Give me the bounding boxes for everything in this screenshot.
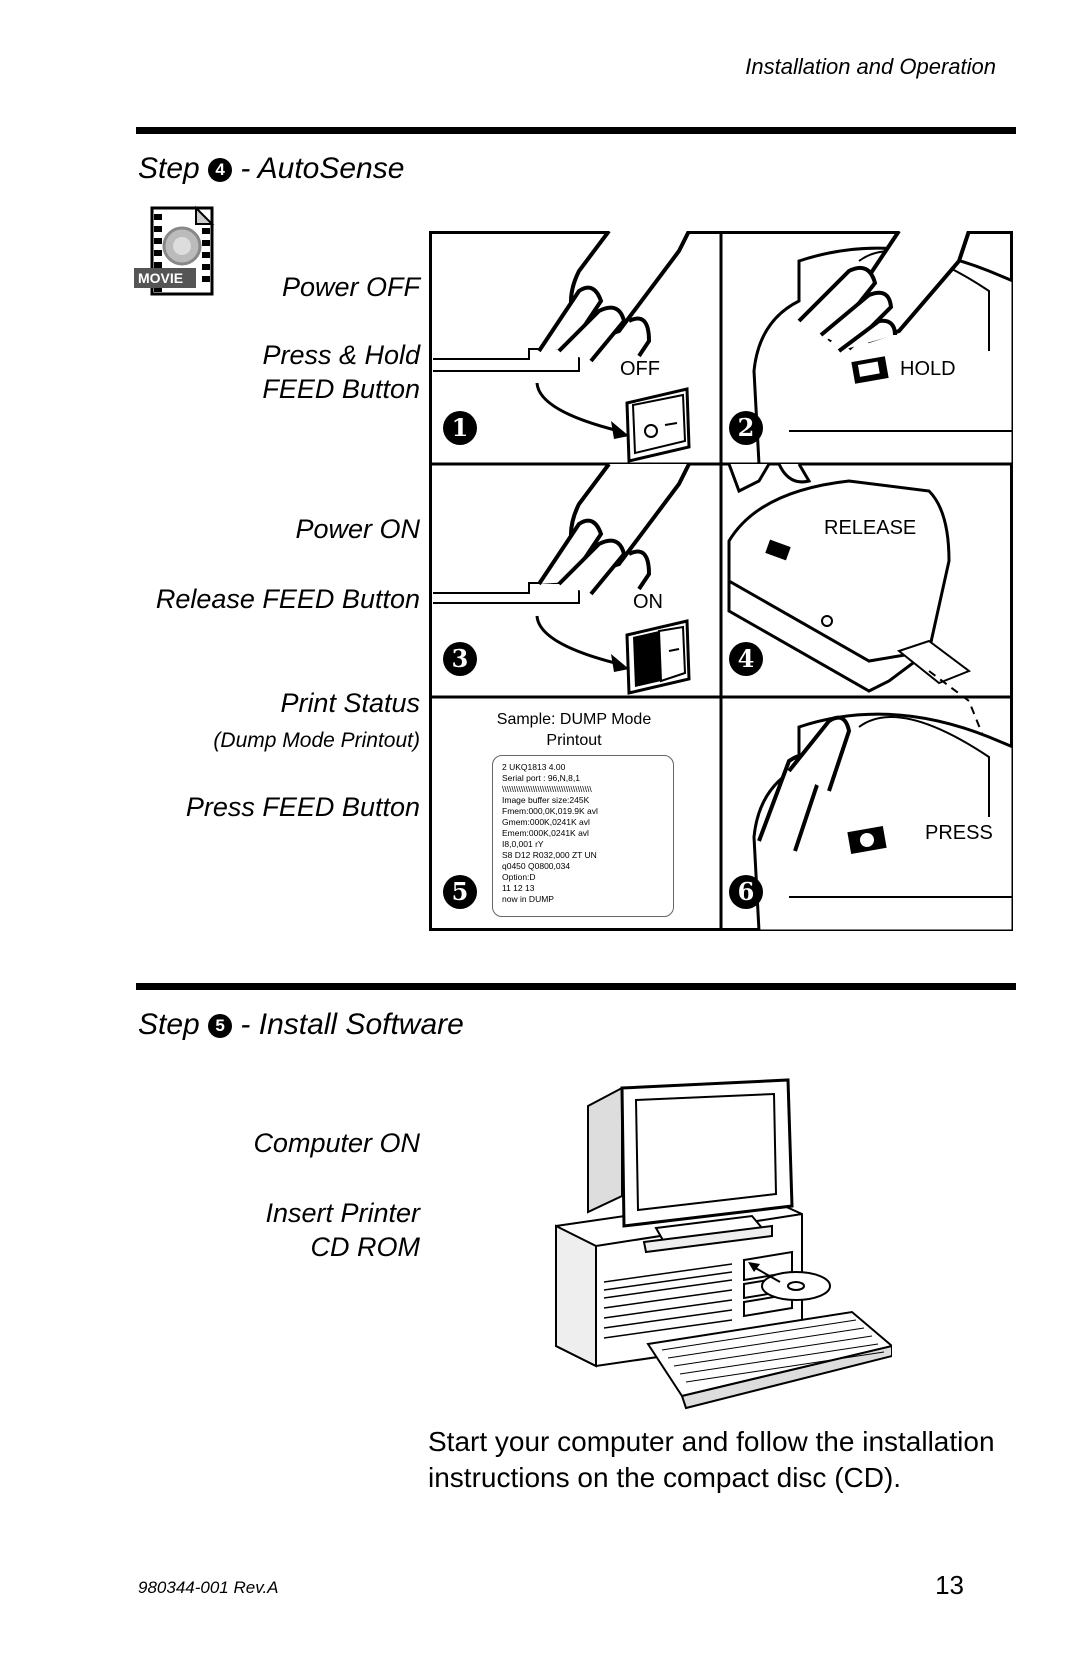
panel4-number: 4 (729, 642, 763, 676)
printout-line: Emem:000K,0241K avl (502, 828, 589, 838)
printout-line: Image buffer size:245K (502, 795, 590, 805)
label-computer-on: Computer ON (253, 1128, 420, 1158)
panel3-drawing (433, 462, 691, 695)
top-rule (136, 127, 1016, 134)
movie-badge-text: MOVIE (138, 270, 184, 286)
step5-heading: Step 5 - Install Software (138, 1008, 464, 1042)
panel2-number: 2 (729, 411, 763, 445)
panel2-label: HOLD (900, 358, 956, 380)
printout-line: 2 UKQ1813 4.00 (502, 762, 566, 772)
panel3-number: 3 (443, 642, 477, 676)
step5-prefix: Step (138, 1008, 200, 1041)
step5-number-badge: 5 (208, 1014, 233, 1038)
printout-line: q0450 Q0800,034 (502, 861, 571, 871)
printout-line: Option:D (502, 872, 536, 882)
running-header: Installation and Operation (745, 54, 996, 79)
panel6-number: 6 (729, 875, 763, 909)
printout-line: S8 D12 R032,000 ZT UN (502, 850, 597, 860)
movie-icon[interactable]: MOVIE (134, 205, 226, 298)
panel2-drawing (752, 231, 1013, 466)
panel4-drawing (727, 463, 991, 754)
step4-number-badge: 4 (208, 158, 233, 182)
page-number: 13 (935, 1570, 964, 1600)
panel6-drawing (752, 712, 1013, 931)
label-print-status: Print Status (280, 688, 420, 718)
step4-prefix: Step (138, 152, 200, 185)
label-cd-rom: CD ROM (310, 1232, 421, 1262)
panel1-number: 1 (443, 411, 477, 445)
printout-line: \\\\\\\\\\\\\\\\\\\\\\\\\\\\\\\\\\\\\\ (502, 784, 592, 794)
install-instructions: Start your computer and follow the insta… (428, 1426, 995, 1493)
panel1-label: OFF (620, 358, 660, 380)
panel5-caption-line1: Sample: DUMP Mode (496, 711, 652, 728)
label-power-off: Power OFF (281, 272, 420, 302)
label-insert-printer: Insert Printer (265, 1198, 420, 1228)
panel5-caption-line2: Printout (546, 732, 602, 749)
printout-line: now in DUMP (502, 894, 554, 904)
printout-line: 11 12 13 (502, 883, 535, 893)
panel5-number: 5 (443, 875, 477, 909)
printout-line: I8,0,001 rY (502, 839, 544, 849)
printout-line: Gmem:000K,0241K avl (502, 817, 590, 827)
panel6-label: PRESS (925, 822, 993, 844)
autosense-illustration-grid: OFF HOLD ON RELEASE PRESS Sample: DUMP M… (429, 231, 1013, 931)
label-release-feed: Release FEED Button (155, 584, 420, 614)
panel4-label: RELEASE (824, 517, 917, 539)
computer-illustration (552, 1076, 895, 1416)
printout-line: Fmem:000,0K,019.9K avl (502, 806, 598, 816)
label-feed-button: FEED Button (262, 374, 420, 404)
panel5-caption: Sample: DUMP Mode Printout (491, 709, 657, 751)
printout-line: Serial port : 96,N,8,1 (502, 773, 580, 783)
label-press-feed: Press FEED Button (185, 792, 420, 822)
panel1-drawing (433, 231, 691, 463)
step5-title: - Install Software (240, 1008, 464, 1041)
label-dump-mode: (Dump Mode Printout) (213, 729, 420, 752)
label-press-hold: Press & Hold (262, 340, 420, 370)
middle-rule (136, 983, 1016, 990)
document-id: 980344-001 Rev.A (138, 1578, 279, 1597)
label-power-on: Power ON (295, 514, 420, 544)
step4-heading: Step 4 - AutoSense (138, 152, 404, 186)
step4-title: - AutoSense (240, 152, 405, 185)
dump-mode-printout: 2 UKQ1813 4.00 Serial port : 96,N,8,1 \\… (492, 755, 674, 917)
panel3-label: ON (633, 591, 663, 613)
